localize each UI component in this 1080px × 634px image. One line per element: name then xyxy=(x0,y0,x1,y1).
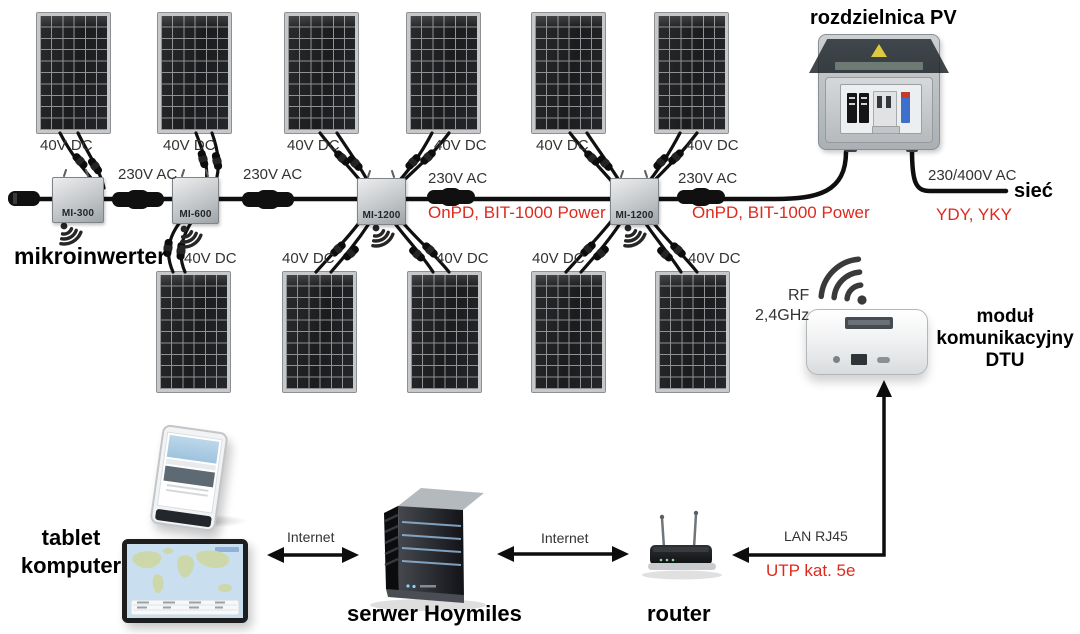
inverter-model-label: MI-300 xyxy=(61,208,95,219)
breaker-panel xyxy=(840,84,922,134)
dtu-display xyxy=(845,317,893,329)
solar-panel xyxy=(157,12,232,134)
lan-label: LAN RJ45 xyxy=(784,528,848,544)
ac-trunk-connectors xyxy=(8,142,918,209)
grid-voltage-label: 230/400V AC xyxy=(928,167,1017,184)
microinverter-section-label: mikroinwerter xyxy=(14,243,167,269)
dc-voltage-label: 40V DC xyxy=(287,137,340,154)
inverter-wifi-icons xyxy=(59,222,647,249)
ac-trunk-cable xyxy=(11,147,1009,202)
microinverter-mi1200-a: MI-1200 xyxy=(357,178,406,225)
client-devices-label: tablet komputer xyxy=(6,524,136,580)
internet-label: Internet xyxy=(541,530,589,546)
solar-panel xyxy=(407,271,482,393)
internet-arrow-right xyxy=(497,546,629,562)
solar-panel xyxy=(284,12,359,134)
dc-voltage-label: 40V DC xyxy=(184,250,237,267)
dc-voltage-label: 40V DC xyxy=(163,137,216,154)
dtu-usb-port xyxy=(877,357,890,363)
dc-voltage-label: 40V DC xyxy=(688,250,741,267)
surge-protector xyxy=(901,92,910,123)
inverter-model-label: MI-1200 xyxy=(615,210,654,221)
distribution-box-title: rozdzielnica PV xyxy=(810,7,957,29)
inverter-model-label: MI-1200 xyxy=(362,210,401,221)
microinverter-mi300: MI-300 xyxy=(52,177,104,223)
distribution-box-face xyxy=(825,77,933,143)
dtu-title-line2: komunikacyjny xyxy=(936,328,1074,349)
solar-panel xyxy=(655,271,730,393)
rf-label: RF xyxy=(788,287,810,304)
utp-cable-label: UTP kat. 5e xyxy=(766,561,856,580)
solar-panel xyxy=(406,12,481,134)
client-label-line1: tablet xyxy=(41,525,101,550)
dc-voltage-label: 40V DC xyxy=(532,250,585,267)
dc-voltage-label: 40V DC xyxy=(282,250,335,267)
solar-panel xyxy=(36,12,111,134)
internet-label: Internet xyxy=(287,529,335,545)
server-label: serwer Hoymiles xyxy=(347,601,522,626)
solar-panel xyxy=(156,271,231,393)
smartphone-illustration xyxy=(149,423,229,533)
warning-triangle-icon xyxy=(871,44,887,57)
rf-frequency-label: 2,4GHz xyxy=(755,307,810,324)
inverter-antennas xyxy=(63,169,648,178)
rcd-breaker xyxy=(873,91,897,127)
dtu-button xyxy=(833,356,840,363)
microinverter-mi1200-b: MI-1200 xyxy=(610,178,659,225)
solar-panel xyxy=(282,271,357,393)
microinverter-mi600: MI-600 xyxy=(172,177,219,224)
mc4-connectors xyxy=(72,149,686,262)
distribution-box-label-strip xyxy=(835,62,923,70)
dtu-title: moduł komunikacyjny DTU xyxy=(936,306,1074,372)
inverter-model-label: MI-600 xyxy=(179,209,212,220)
ac-voltage-label: 230V AC xyxy=(428,170,488,187)
grid-cable-type-label: YDY, YKY xyxy=(936,205,1012,224)
solar-panel xyxy=(531,12,606,134)
internet-arrow-left xyxy=(267,547,359,563)
dc-voltage-label: 40V DC xyxy=(536,137,589,154)
world-map xyxy=(127,544,243,618)
lan-arrow xyxy=(732,380,892,563)
ac-voltage-label: 230V AC xyxy=(678,170,738,187)
router-label: router xyxy=(647,601,711,626)
distribution-box-slot xyxy=(872,126,900,134)
dc-voltage-label: 40V DC xyxy=(436,250,489,267)
dc-voltage-label: 40V DC xyxy=(686,137,739,154)
solar-panel xyxy=(654,12,729,134)
monitor-illustration xyxy=(122,539,248,623)
solar-panel xyxy=(531,271,606,393)
dtu-title-line3: DTU xyxy=(985,350,1025,371)
ac-voltage-label: 230V AC xyxy=(243,166,303,183)
smartphone-screen xyxy=(156,431,223,514)
server-illustration xyxy=(370,488,486,611)
dtu-title-line1: moduł xyxy=(976,306,1034,327)
dc-voltage-label: 40V DC xyxy=(434,137,487,154)
ac-voltage-label: 230V AC xyxy=(118,166,178,183)
trunk-cable-note: OnPD, BIT-1000 Power xyxy=(692,203,870,222)
pv-distribution-box xyxy=(809,34,949,150)
grid-label: sieć xyxy=(1014,180,1053,202)
dtu-ethernet-port xyxy=(851,354,867,365)
router-illustration xyxy=(642,510,722,580)
client-label-line2: komputer xyxy=(20,553,122,578)
rf-wifi-icon xyxy=(818,256,867,305)
dc-voltage-label: 40V DC xyxy=(40,137,93,154)
circuit-breaker xyxy=(847,93,857,123)
dtu-module xyxy=(806,309,928,375)
circuit-breaker xyxy=(859,93,869,123)
trunk-cable-note: OnPD, BIT-1000 Power xyxy=(428,203,606,222)
